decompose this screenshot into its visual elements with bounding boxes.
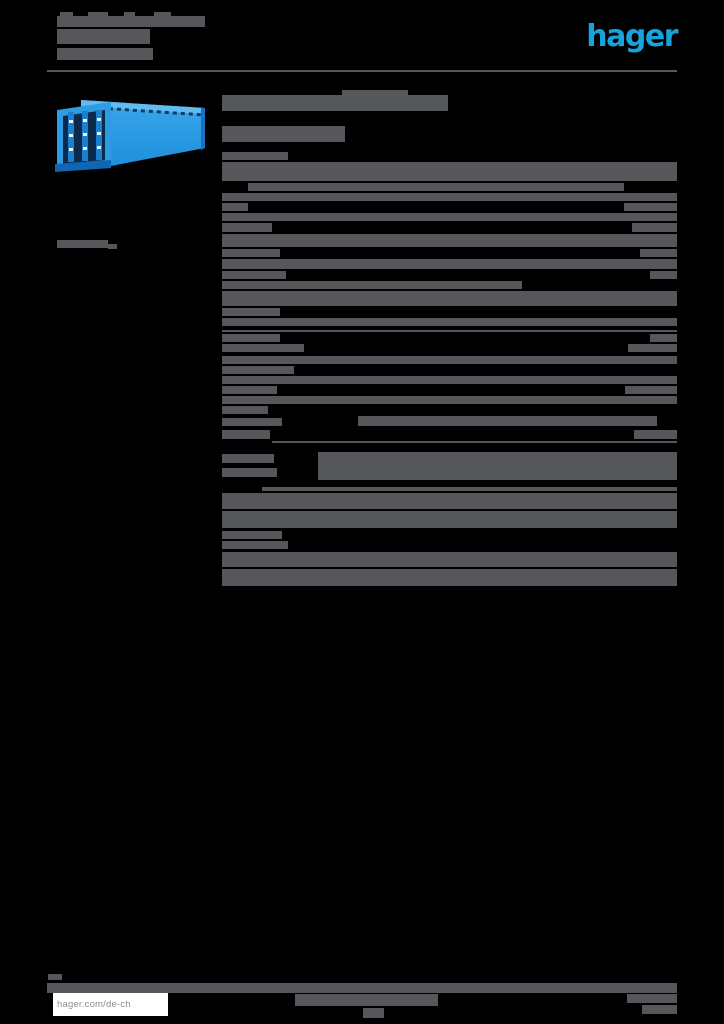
redacted-text-bar	[108, 244, 117, 249]
footer-link-box[interactable]: hager.com/de-ch	[53, 993, 168, 1016]
redacted-text-bar	[358, 416, 657, 426]
footer-link-text: hager.com/de-ch	[57, 999, 131, 1010]
redacted-text-bar	[222, 213, 677, 221]
redacted-text-bar	[222, 468, 277, 477]
redacted-text-bar	[222, 259, 677, 269]
redacted-text-bar	[342, 90, 408, 96]
redacted-text-bar	[124, 12, 135, 16]
redacted-text-bar	[627, 994, 677, 1003]
redacted-text-bar	[222, 386, 277, 394]
redacted-text-bar	[624, 203, 677, 211]
redacted-text-bar	[222, 430, 270, 439]
redacted-text-bar	[222, 318, 677, 326]
redacted-text-bar	[222, 234, 677, 247]
redacted-text-bar	[262, 487, 677, 491]
redacted-text-bar	[222, 126, 345, 142]
redacted-text-bar	[318, 452, 677, 480]
redacted-text-bar	[640, 249, 677, 257]
redacted-text-bar	[222, 308, 280, 316]
redacted-text-bar	[222, 271, 286, 279]
redacted-text-bar	[57, 29, 150, 44]
redacted-text-bar	[57, 240, 108, 248]
redacted-text-bar	[222, 281, 522, 289]
redacted-text-bar	[222, 193, 677, 201]
redacted-text-bar	[47, 983, 677, 993]
redacted-text-bar	[222, 291, 677, 306]
redacted-text-bar	[154, 12, 171, 16]
redacted-text-bar	[222, 344, 304, 352]
redacted-text-bar	[222, 552, 677, 567]
redacted-text-bar	[222, 356, 677, 364]
redacted-text-bar	[295, 994, 438, 1006]
redacted-text-bar	[57, 16, 205, 27]
redacted-text-bar	[625, 386, 677, 394]
product-photo-wiring-duct-icon	[55, 100, 205, 172]
redacted-text-bar	[222, 330, 677, 332]
redacted-text-bar	[222, 418, 282, 426]
redacted-text-bar	[222, 454, 274, 463]
redacted-text-bar	[222, 366, 294, 374]
redacted-text-bar	[628, 344, 677, 352]
redacted-text-bar	[88, 12, 108, 16]
redacted-text-bar	[222, 541, 288, 549]
redacted-text-bar	[634, 430, 677, 439]
redacted-text-bar	[222, 95, 448, 111]
redacted-text-bar	[222, 223, 272, 232]
redacted-text-bar	[248, 183, 624, 191]
redacted-text-bar	[222, 203, 248, 211]
redacted-text-bar	[222, 334, 280, 342]
redacted-text-bar	[222, 376, 677, 384]
redacted-text-bar	[650, 334, 677, 342]
header-divider	[47, 70, 677, 72]
redacted-text-bar	[222, 249, 280, 257]
redacted-text-bar	[650, 271, 677, 279]
hager-logo: hager	[586, 19, 678, 54]
redacted-text-bar	[222, 493, 677, 509]
redacted-text-bar	[642, 1005, 677, 1014]
redacted-text-bar	[222, 511, 677, 528]
redacted-text-bar	[222, 162, 677, 181]
redacted-text-bar	[222, 152, 288, 160]
redacted-text-bar	[57, 48, 153, 60]
redacted-text-bar	[222, 396, 677, 404]
redacted-text-bar	[48, 974, 62, 980]
redacted-text-bar	[222, 569, 677, 586]
redacted-text-bar	[272, 441, 677, 443]
redacted-text-bar	[222, 531, 282, 539]
redacted-text-bar	[60, 12, 73, 16]
redacted-text-bar	[222, 406, 268, 414]
redacted-text-bar	[363, 1008, 384, 1018]
redacted-text-bar	[632, 223, 677, 232]
